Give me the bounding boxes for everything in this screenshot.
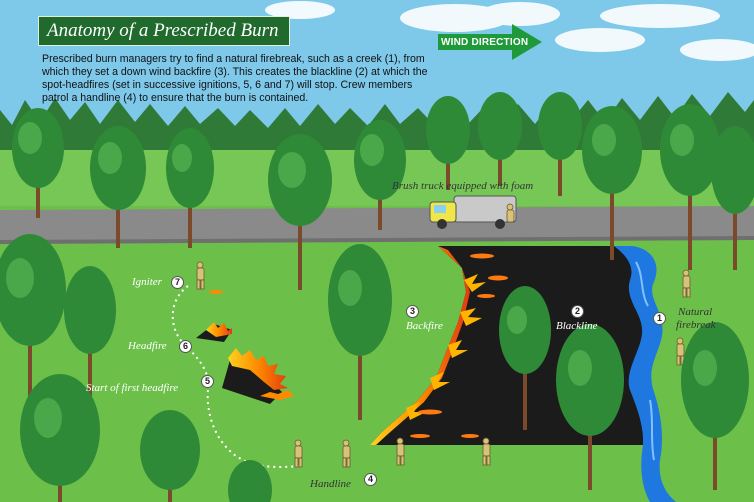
marker-3: 3 <box>406 305 419 318</box>
embers <box>410 253 508 438</box>
backfire-label: Backfire <box>406 320 443 332</box>
title-banner: Anatomy of a Prescribed Burn <box>38 16 290 46</box>
backfire-flame-tongues <box>406 274 486 420</box>
marker-1: 1 <box>653 312 666 325</box>
marker-2: 2 <box>571 305 584 318</box>
firebreak-label: firebreak <box>676 319 716 331</box>
creek <box>614 246 676 502</box>
headfire-burn-5 <box>222 360 282 404</box>
truck-label: Brush truck equipped with foam <box>392 180 534 192</box>
marker-6: 6 <box>179 340 192 353</box>
marker-5: 5 <box>201 375 214 388</box>
headfire-label: Headfire <box>128 340 167 352</box>
blackline-label: Blackline <box>556 320 598 332</box>
clouds <box>265 1 754 61</box>
handline-label: Handline <box>310 478 351 490</box>
wind-direction-arrow <box>438 24 542 60</box>
page-title: Anatomy of a Prescribed Burn <box>47 20 279 41</box>
wind-direction-label: WIND DIRECTION <box>441 37 529 48</box>
first-headfire-label: Start of first headfire <box>86 382 179 394</box>
intro-paragraph: Prescribed burn managers try to find a n… <box>42 53 428 104</box>
pine-trees <box>0 92 754 502</box>
marker-4: 4 <box>364 473 377 486</box>
igniter-label: Igniter <box>132 276 162 288</box>
marker-7: 7 <box>171 276 184 289</box>
natural-label: Natural <box>678 306 713 318</box>
brush-truck <box>429 195 517 229</box>
